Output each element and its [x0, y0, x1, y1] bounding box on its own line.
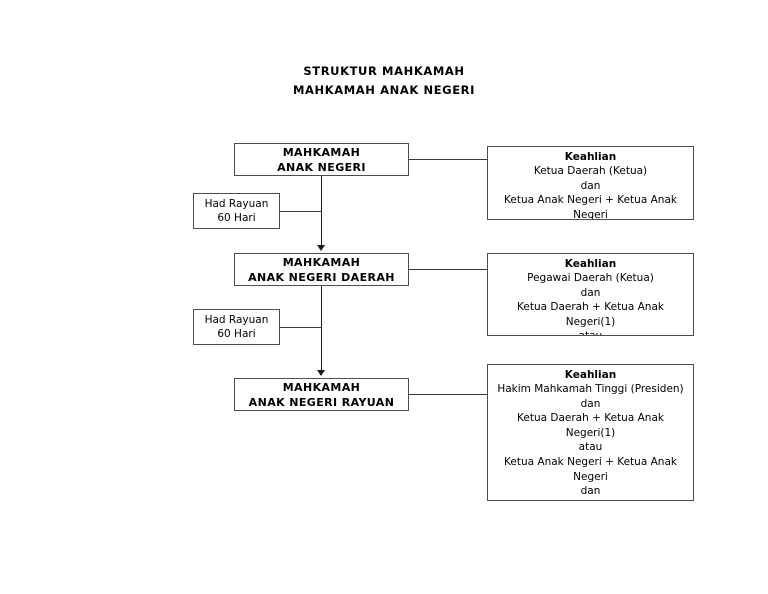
arrowhead-2-3	[317, 370, 325, 376]
panel-keahlian-anak-negeri-rayuan[interactable]: Keahlian Hakim Mahkamah Tinggi (Presiden…	[487, 364, 694, 501]
panel-heading: Keahlian	[564, 258, 617, 270]
panel-body-line: Peguambela yang telah berdaftar	[492, 499, 689, 501]
connector-skill-2	[409, 269, 488, 270]
node-label-line2: ANAK NEGERI RAYUAN	[248, 395, 395, 409]
panel-body-line: Negeri(1)	[565, 426, 616, 439]
note-label-line2: 60 Hari	[217, 212, 256, 224]
node-label-line1: MAHKAMAH	[282, 255, 361, 269]
panel-body-line: Ketua Daerah + Ketua Anak	[517, 412, 664, 425]
connector-skill-1	[409, 159, 488, 160]
title-line-2: MAHKAMAH ANAK NEGERI	[292, 83, 475, 97]
panel-heading: Keahlian	[564, 151, 617, 163]
node-mahkamah-anak-negeri-rayuan[interactable]: MAHKAMAH ANAK NEGERI RAYUAN	[234, 378, 409, 411]
panel-body-line: dan	[580, 485, 601, 498]
panel-body-line: Negeri	[573, 470, 608, 483]
panel-body-line: Ketua Anak Negeri + Ketua Anak	[504, 194, 677, 207]
panel-body-line: Ketua Anak Negeri + Ketua Anak	[504, 455, 677, 468]
note-label: Had Rayuan 60 Hari	[205, 197, 269, 225]
panel-body-line: atau	[492, 329, 689, 335]
panel-body-line: atau	[578, 441, 603, 454]
panel-heading: Keahlian	[564, 369, 617, 381]
panel-body-line: dan	[580, 179, 601, 192]
note-had-rayuan-2[interactable]: Had Rayuan 60 Hari	[193, 309, 280, 345]
connector-note-2	[280, 327, 322, 328]
node-label: MAHKAMAH ANAK NEGERI	[277, 145, 366, 175]
node-label: MAHKAMAH ANAK NEGERI RAYUAN	[249, 380, 395, 410]
panel-body-line: Hakim Mahkamah Tinggi (Presiden)	[497, 383, 684, 395]
node-label-line2: ANAK NEGERI DAERAH	[248, 270, 395, 284]
connector-skill-3	[409, 394, 488, 395]
node-label-line1: MAHKAMAH	[282, 145, 361, 159]
node-mahkamah-anak-negeri-daerah[interactable]: MAHKAMAH ANAK NEGERI DAERAH	[234, 253, 409, 286]
panel-body-line: Negeri(1)	[565, 315, 616, 328]
note-had-rayuan-1[interactable]: Had Rayuan 60 Hari	[193, 193, 280, 229]
connector-note-1	[280, 211, 322, 212]
panel-body-line: dan	[580, 397, 601, 410]
node-mahkamah-anak-negeri[interactable]: MAHKAMAH ANAK NEGERI	[234, 143, 409, 176]
note-label-line2: 60 Hari	[217, 328, 256, 340]
node-label-line2: ANAK NEGERI	[277, 160, 366, 174]
panel-body-line: Negeri	[573, 208, 608, 220]
title-line-1: STRUKTUR MAHKAMAH	[303, 64, 465, 78]
node-label-line1: MAHKAMAH	[282, 380, 361, 394]
node-label: MAHKAMAH ANAK NEGERI DAERAH	[248, 255, 395, 285]
arrowhead-1-2	[317, 245, 325, 251]
page-title: STRUKTUR MAHKAMAH MAHKAMAH ANAK NEGERI	[0, 62, 768, 100]
note-label-line1: Had Rayuan	[204, 198, 269, 210]
connector-vertical-2-3	[321, 286, 322, 371]
note-label: Had Rayuan 60 Hari	[205, 313, 269, 341]
note-label-line1: Had Rayuan	[204, 314, 269, 326]
panel-body-line: dan	[580, 286, 601, 299]
panel-body-line: Pegawai Daerah (Ketua)	[527, 272, 654, 284]
panel-body-line: Ketua Daerah (Ketua)	[533, 165, 648, 177]
panel-body-line: Ketua Daerah + Ketua Anak	[517, 301, 664, 314]
